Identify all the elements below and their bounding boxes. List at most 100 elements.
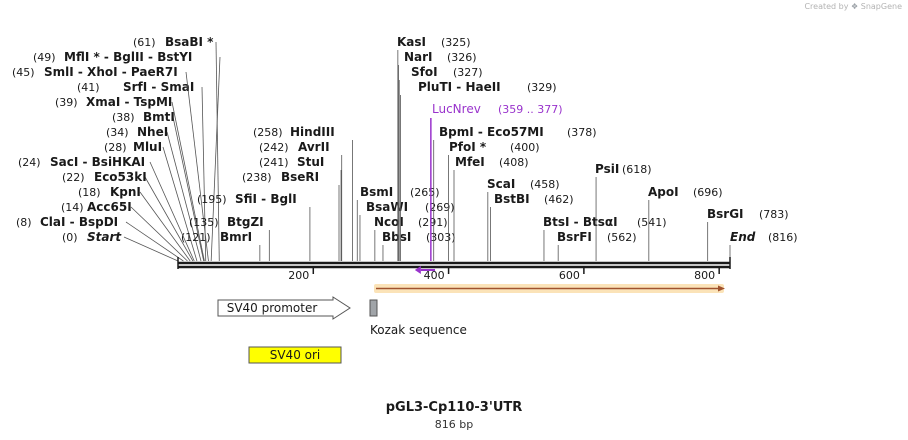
site-btgzi: (135)BtgZI — [189, 215, 270, 261]
site-label: BmtI — [143, 110, 175, 124]
site-label: SfoI — [411, 65, 438, 79]
site-clai-bspdi: (8) ClaI - BspDI — [16, 215, 184, 262]
site-srfi-smai: (41) SrfI - SmaI — [77, 80, 207, 262]
site-mfli-bglii-bstyi: (49)MflI * - BglII - BstYI — [33, 50, 221, 262]
site-line — [162, 146, 198, 262]
tick-label: 800 — [694, 269, 715, 282]
site-label: HindIII — [290, 125, 335, 139]
site-position: (8) — [16, 216, 32, 229]
site-label: ClaI - BspDI — [40, 215, 118, 229]
site-position: (458) — [530, 178, 560, 191]
site-line — [172, 116, 205, 262]
primer-range: (359 .. 377) — [498, 103, 563, 116]
site-bmti: (38)BmtI — [112, 110, 205, 262]
site-position: (49) — [33, 51, 56, 64]
site-position: (291) — [418, 216, 448, 229]
site-position: (45) — [12, 66, 35, 79]
site-mlui: (28)MluI — [104, 140, 198, 262]
kozak-box — [369, 299, 378, 317]
site-mfei: (408)MfeI — [453, 155, 529, 261]
site-nhei: (34)NheI — [106, 125, 202, 262]
site-pfoi: (400)PfoI * — [448, 140, 540, 261]
site-psii: (618)PsiI — [595, 162, 652, 261]
site-label: Eco53kI — [94, 170, 147, 184]
tick-label: 600 — [559, 269, 580, 282]
site-bsabi: (61)BsaBI * — [133, 35, 220, 262]
site-position: (269) — [425, 201, 455, 214]
site-xmai-tspmi: (39)XmaI - TspMI — [55, 95, 205, 262]
site-position: (327) — [453, 66, 483, 79]
site-apoi: (696)ApoI — [648, 185, 723, 261]
site-position: (195) — [197, 193, 227, 206]
site-label: StuI — [297, 155, 324, 169]
site-label: BmrI — [220, 230, 252, 244]
site-label: BstBI — [494, 192, 530, 206]
site-bsmi: (265) BsmI — [356, 185, 440, 261]
feature-label: SV40 ori — [270, 348, 321, 362]
site-label: SacI - BsiHKAI — [50, 155, 145, 169]
site-position: (562) — [607, 231, 637, 244]
site-position: (378) — [567, 126, 597, 139]
site-position: (326) — [447, 51, 477, 64]
site-pluti-haeii: (329)PluTI - HaeII — [400, 80, 557, 261]
site-position: (22) — [62, 171, 85, 184]
site-label: BsmI — [360, 185, 393, 199]
site-label: AvrII — [298, 140, 330, 154]
site-label: BsaBI * — [165, 35, 214, 49]
site-line — [130, 206, 188, 262]
site-bpmi-eco57mi: (378) BpmI - Eco57MI — [433, 125, 597, 261]
site-position: (325) — [441, 36, 471, 49]
site-position: (618) — [622, 163, 652, 176]
site-label: KasI — [397, 35, 426, 49]
plasmid-length: 816 bp — [434, 418, 474, 431]
site-line — [123, 236, 179, 262]
site-position: (541) — [637, 216, 667, 229]
credit-line: Created by ❖ SnapGene — [804, 2, 902, 11]
site-hindiii: (258)HindIII — [253, 125, 353, 261]
feature-label: SV40 promoter — [227, 301, 318, 315]
site-end: (816)End — [729, 230, 798, 261]
site-line — [215, 41, 220, 262]
site-label: ApoI — [648, 185, 679, 199]
site-label: BpmI - Eco57MI — [439, 125, 544, 139]
primer-lucnrev: LucNrev(359 .. 377) — [414, 102, 563, 274]
site-label: SrfI - SmaI — [123, 80, 194, 94]
site-sfoi: (327) SfoI — [398, 65, 483, 261]
site-label: NcoI — [374, 215, 404, 229]
primer-arrowhead — [414, 266, 421, 274]
site-btsi-btsαi: (541)BtsI - BtsαI — [543, 215, 667, 261]
site-position: (28) — [104, 141, 127, 154]
site-position: (265) — [410, 186, 440, 199]
site-position: (24) — [18, 156, 41, 169]
site-position: (783) — [759, 208, 789, 221]
site-line — [149, 161, 195, 262]
site-line — [125, 221, 184, 262]
site-position: (238) — [242, 171, 272, 184]
credit-brand: SnapGene — [860, 2, 902, 11]
site-label: Acc65I — [87, 200, 132, 214]
site-position: (241) — [259, 156, 289, 169]
site-label: NheI — [137, 125, 168, 139]
site-position: (41) — [77, 81, 100, 94]
site-label: XmaI - TspMI — [86, 95, 172, 109]
site-bmri: (121)BmrI — [181, 230, 261, 261]
feature-label: Kozak sequence — [370, 323, 467, 337]
snapgene-logo-icon: ❖ — [851, 2, 859, 11]
site-kpni: (18)KpnI — [78, 185, 191, 262]
site-scai: (458)ScaI — [487, 177, 560, 261]
plasmid-name: pGL3-Cp110-3'UTR — [385, 400, 523, 415]
site-bsrfi: (562) BsrFI — [557, 230, 637, 261]
promoter-arrow — [217, 296, 351, 320]
site-position: (0) — [62, 231, 78, 244]
credit-prefix: Created by — [804, 2, 849, 11]
feature-kozak-sequence: Kozak sequence — [369, 299, 467, 337]
site-avrii: (242)AvrII — [259, 140, 343, 261]
site-stui: (241) StuI — [259, 155, 342, 261]
site-label: SfiI - BglI — [235, 192, 297, 206]
site-label: BsrFI — [557, 230, 592, 244]
site-eco53ki: (22) Eco53kI — [62, 170, 194, 262]
site-sfii-bgli: (195) SfiI - BglI — [197, 192, 311, 261]
site-line — [185, 71, 209, 262]
site-line — [144, 176, 194, 262]
